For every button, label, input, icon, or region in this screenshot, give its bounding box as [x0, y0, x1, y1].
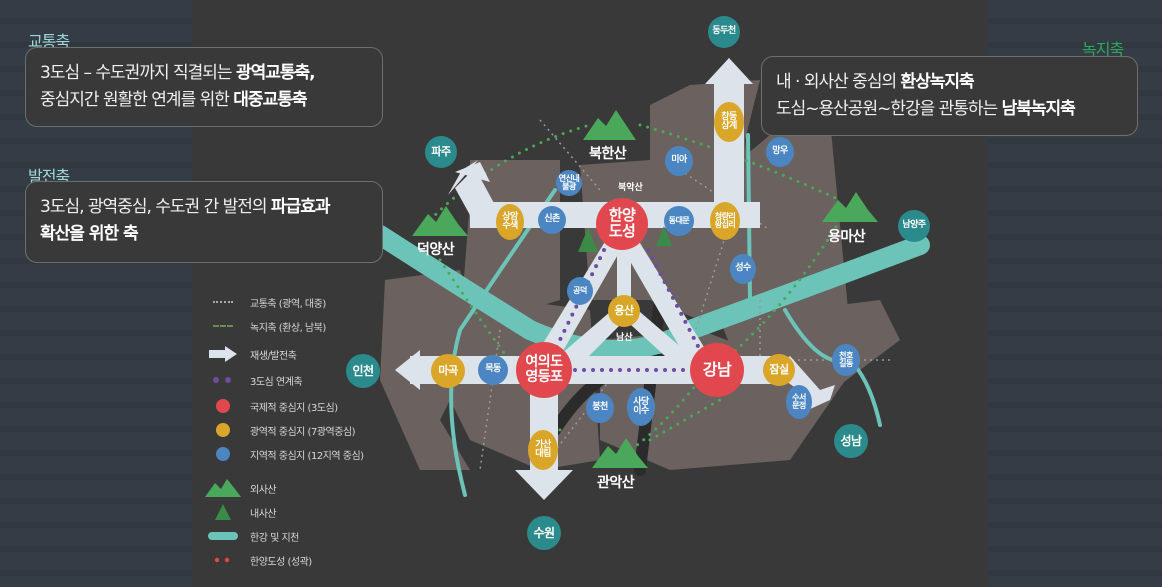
- center-jamsil: 잠실: [763, 354, 795, 386]
- legend-item: 재생/발전축: [200, 344, 297, 364]
- center-sinchon: 신촌: [538, 206, 566, 234]
- mountain-deogyangsan-label: 덕양산: [417, 242, 455, 258]
- mountain-namsan-label: 남산: [616, 333, 633, 343]
- legend-item: 한양도성 (성곽): [200, 550, 312, 570]
- green-axis-callout: 내 · 외사산 중심의 환상녹지축 도심~용산공원~한강을 관통하는 남북녹지축: [761, 56, 1138, 136]
- callout-bold-text: 남북녹지축: [1001, 99, 1076, 119]
- callout-bold-text: 파급효과: [270, 197, 331, 217]
- legend-item: 외사산: [200, 478, 277, 498]
- center-mokdong: 목동: [478, 355, 508, 385]
- legend-item: 한강 및 지천: [200, 526, 299, 546]
- red-dots-icon: [200, 550, 246, 570]
- center-mangu: 망우: [766, 137, 794, 167]
- city-paju: 파주: [425, 136, 457, 168]
- han-river: [370, 225, 930, 360]
- legend-item: 내사산: [200, 502, 277, 522]
- city-seongnam: 성남: [834, 424, 868, 458]
- inner-mountains: [578, 226, 672, 252]
- red-circle-icon: [200, 396, 246, 416]
- center-gongdeok: 공덕: [567, 277, 593, 305]
- blue-circle-icon: [200, 444, 246, 464]
- mountain-yongmasan-label: 용마산: [828, 229, 866, 245]
- callout-bold-text: 광역교통축,: [235, 63, 316, 83]
- dashed-line-icon: [200, 316, 246, 336]
- development-axis-callout: 3도심, 광역중심, 수도권 간 발전의 파급효과 확산을 위한 축: [25, 181, 383, 263]
- outer-mountain-icon: [200, 478, 246, 498]
- legend-item: 지역적 중심지 (12지역 중심): [200, 444, 364, 464]
- arrow-icon: [200, 344, 246, 364]
- callout-bold-text: 대중교통축: [233, 90, 307, 110]
- legend-item: 3도심 연계축: [200, 370, 303, 390]
- center-mia: 미아: [665, 146, 693, 176]
- center-gangnam: 강남: [690, 343, 744, 397]
- center-yongsan: 용산: [608, 295, 640, 327]
- callout-text: 도심~용산공원~한강을 관통하는: [776, 99, 1002, 119]
- callout-text: 내 · 외사산 중심의: [776, 72, 901, 92]
- mountain-bukhansan-label: 북한산: [589, 146, 627, 162]
- callout-bold-text: 환상녹지축: [900, 72, 975, 92]
- legend-item: 광역적 중심지 (7광역중심): [200, 420, 356, 440]
- green-axis-title: 녹지축: [1082, 40, 1124, 59]
- callout-text: 3도심, 광역중심, 수도권 간 발전의: [40, 197, 271, 217]
- gold-circle-icon: [200, 420, 246, 440]
- center-seongsu: 성수: [730, 254, 756, 284]
- legend-item: 국제적 중심지 (3도심): [200, 396, 338, 416]
- dotted-line-icon: [200, 292, 246, 312]
- callout-bold-text: 확산을 위한 축: [40, 224, 139, 244]
- legend-item: 녹지축 (환상, 남북): [200, 316, 326, 336]
- callout-text: 중심지간 원활한 연계를 위한: [40, 90, 234, 110]
- inner-mountain-icon: [200, 502, 246, 522]
- purple-dots-icon: [200, 370, 246, 390]
- city-incheon: 인천: [346, 354, 380, 388]
- transport-axis-title: 교통축: [28, 32, 70, 51]
- center-magok: 마곡: [431, 354, 465, 388]
- transport-axis-callout: 3도심 – 수도권까지 직결되는 광역교통축, 중심지간 원활한 연계를 위한 …: [25, 47, 383, 127]
- city-namyangju: 남양주: [898, 210, 930, 242]
- mountain-bugaksan-label: 북악산: [618, 183, 643, 193]
- river-icon: [200, 526, 246, 546]
- city-suwon: 수원: [527, 516, 561, 550]
- center-bongcheon: 봉천: [586, 393, 614, 423]
- center-dongdaemun: 동대문: [664, 206, 694, 236]
- callout-text: 3도심 – 수도권까지 직결되는: [40, 63, 236, 83]
- legend-item: 교통축 (광역, 대중): [200, 292, 326, 312]
- city-dongducheon: 동두천: [708, 16, 740, 48]
- outer-mountains: [412, 110, 878, 468]
- mountain-gwanaksan-label: 관악산: [597, 475, 635, 491]
